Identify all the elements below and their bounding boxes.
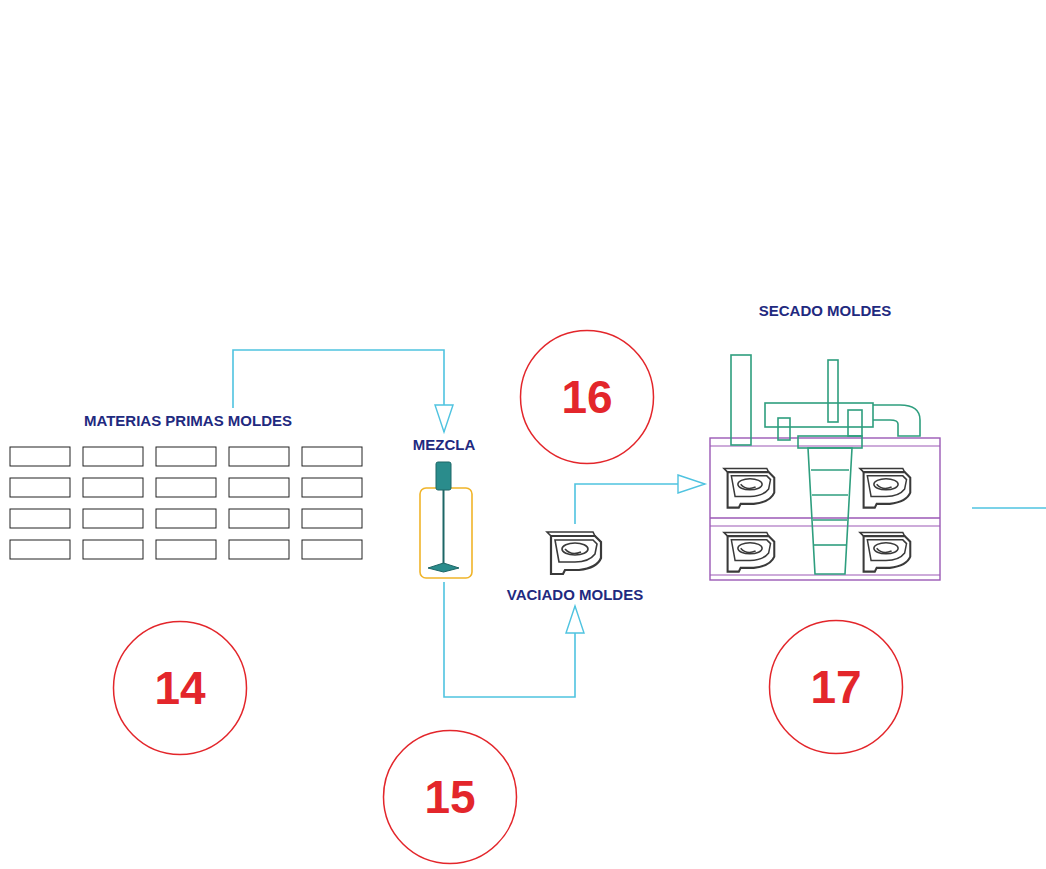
bin-outline — [83, 447, 143, 466]
mixer-station: MEZCLA — [404, 432, 484, 582]
flow-arrow — [575, 484, 705, 524]
step-label: SECADO MOLDES — [759, 302, 892, 319]
bin-outline — [10, 540, 70, 559]
callout-number: 17 — [810, 660, 861, 714]
bin-outline — [229, 509, 289, 528]
drying-rack — [710, 355, 940, 580]
callout-circle: 17 — [768, 619, 904, 755]
step-label: MATERIAS PRIMAS MOLDES — [84, 412, 292, 429]
bin-outline — [302, 509, 362, 528]
bin-outline — [83, 509, 143, 528]
step-label: MEZCLA — [413, 436, 476, 453]
callout-number: 16 — [561, 370, 612, 424]
callout-circle: 15 — [382, 729, 518, 865]
raw-material-bins — [10, 447, 362, 559]
callout-number: 15 — [424, 770, 475, 824]
bin-outline — [229, 540, 289, 559]
bin-outline — [83, 540, 143, 559]
casting-station: VACIADO MOLDES — [475, 524, 675, 606]
callout-circle: 16 — [519, 329, 655, 465]
mixer-symbol — [420, 462, 472, 578]
bin-outline — [229, 447, 289, 466]
bin-outline — [302, 447, 362, 466]
drying-station: SECADO MOLDES — [705, 298, 945, 584]
bin-outline — [156, 478, 216, 497]
callout-circle: 14 — [112, 620, 248, 756]
outgoing-line — [972, 507, 1046, 509]
bin-outline — [156, 509, 216, 528]
bin-outline — [10, 478, 70, 497]
bin-outline — [302, 540, 362, 559]
bin-outline — [229, 478, 289, 497]
bin-outline — [83, 478, 143, 497]
bin-outline — [156, 540, 216, 559]
step-label: VACIADO MOLDES — [507, 586, 643, 603]
mould-symbol — [547, 532, 601, 574]
raw-materials-area: MATERIAS PRIMAS MOLDES — [8, 408, 368, 573]
bin-outline — [10, 447, 70, 466]
bin-outline — [302, 478, 362, 497]
bin-outline — [156, 447, 216, 466]
bin-outline — [10, 509, 70, 528]
callout-number: 14 — [154, 661, 205, 715]
